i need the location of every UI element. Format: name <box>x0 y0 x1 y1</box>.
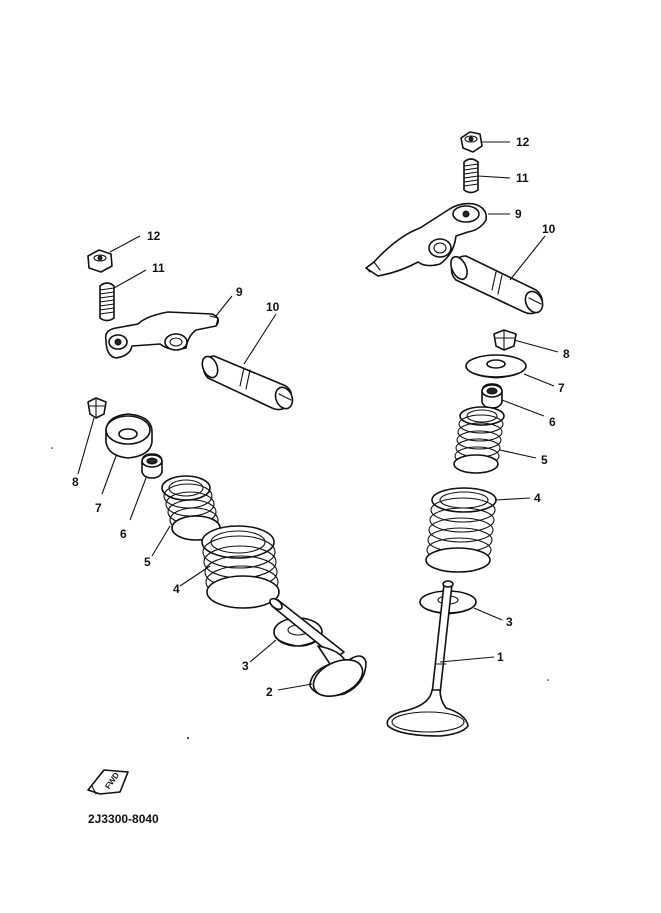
left-rocker-shaft[interactable] <box>199 354 295 411</box>
right-callout-1: 1 <box>497 650 504 664</box>
left-stem-seal[interactable] <box>141 453 163 479</box>
right-callout-11: 11 <box>516 171 529 185</box>
left-locknut[interactable] <box>87 249 113 273</box>
right-outer-spring[interactable] <box>425 487 497 573</box>
left-callout-6: 6 <box>120 527 127 541</box>
left-callout-9: 9 <box>236 285 243 299</box>
right-valve-cotter[interactable] <box>493 329 517 351</box>
left-valve-cotter[interactable] <box>87 397 107 419</box>
left-intake-valve[interactable] <box>268 597 368 704</box>
right-rocker-shaft[interactable] <box>448 254 546 315</box>
left-callout-2: 2 <box>266 685 273 699</box>
right-callout-8: 8 <box>563 347 570 361</box>
right-rocker-arm[interactable] <box>365 202 488 277</box>
left-callout-12: 12 <box>147 229 161 243</box>
part-code: 2J3300-8040 <box>88 812 159 826</box>
left-callout-5: 5 <box>144 555 151 569</box>
right-callout-6: 6 <box>549 415 556 429</box>
right-callout-12: 12 <box>516 135 530 149</box>
right-callout-3: 3 <box>506 615 513 629</box>
left-callout-8: 8 <box>72 475 79 489</box>
right-valve-adjuster[interactable] <box>463 158 479 194</box>
left-callout-11: 11 <box>152 261 165 275</box>
right-locknut[interactable] <box>460 131 483 153</box>
left-callout-3: 3 <box>242 659 249 673</box>
left-callout-10: 10 <box>266 300 280 314</box>
right-inner-spring[interactable] <box>453 406 505 474</box>
right-callout-10: 10 <box>542 222 556 236</box>
right-spring-retainer[interactable] <box>465 354 527 379</box>
left-valve-adjuster[interactable] <box>99 282 115 322</box>
fwd-arrow-icon: FWD <box>87 769 129 795</box>
left-spring-retainer[interactable] <box>105 413 153 459</box>
right-callout-4: 4 <box>534 491 541 505</box>
left-outer-spring[interactable] <box>201 525 280 609</box>
left-callout-7: 7 <box>95 501 102 515</box>
left-rocker-arm[interactable] <box>104 311 220 359</box>
right-callout-5: 5 <box>541 453 548 467</box>
right-callout-9: 9 <box>515 207 522 221</box>
left-callout-4: 4 <box>173 582 180 596</box>
right-callout-7: 7 <box>558 381 565 395</box>
right-exhaust-valve[interactable] <box>386 580 469 737</box>
right-stem-seal[interactable] <box>481 383 503 409</box>
